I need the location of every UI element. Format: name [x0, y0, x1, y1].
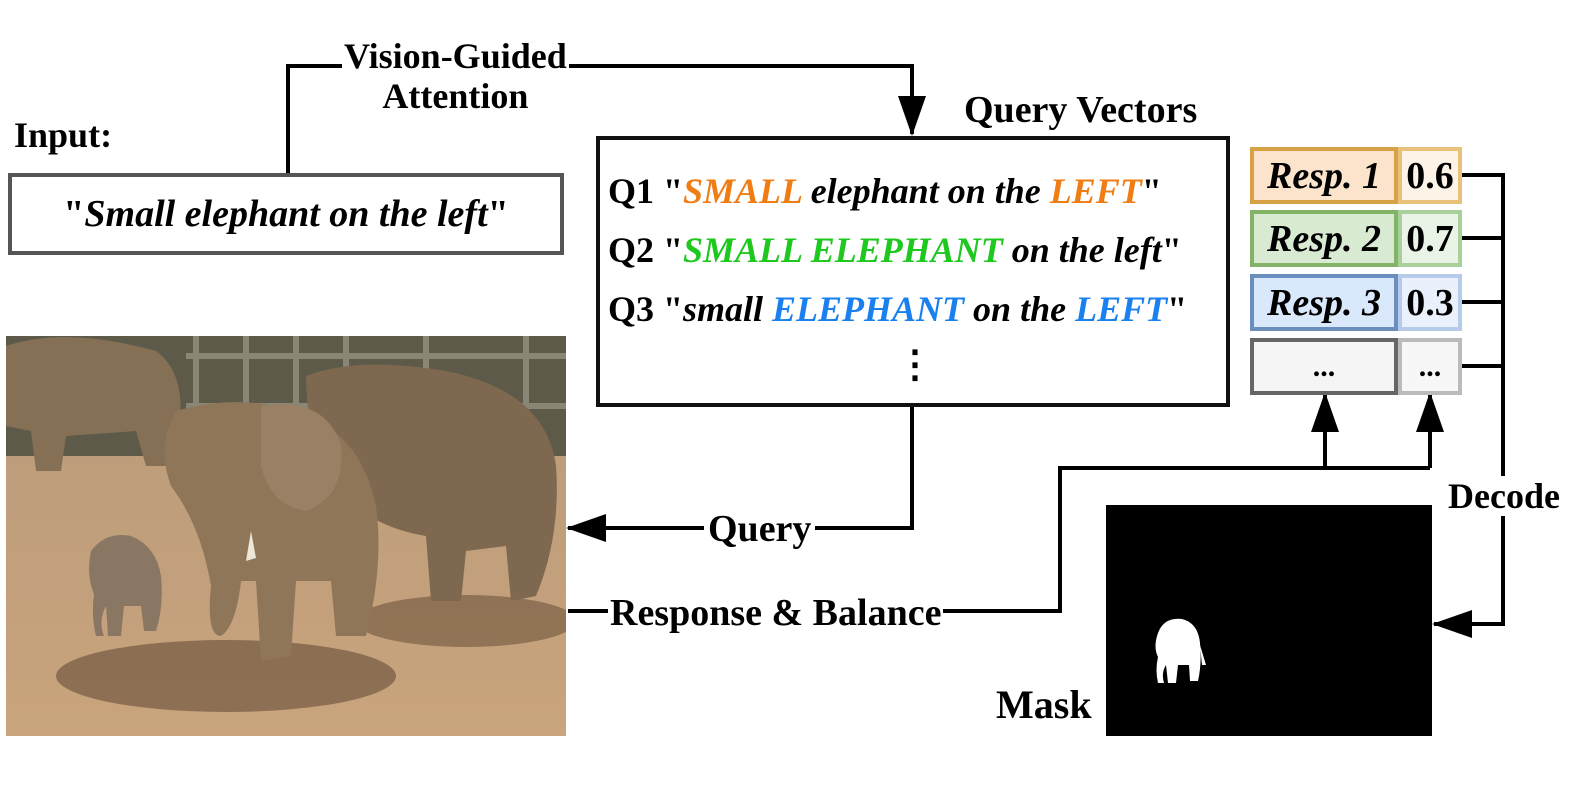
query-line-2: Q2 "SMALL ELEPHANT on the left" [608, 230, 1182, 270]
query-line-3: Q3 "small ELEPHANT on the LEFT" [608, 289, 1188, 329]
response-value-cell: 0.3 [1398, 274, 1462, 331]
elephant-silhouette-mask [1155, 618, 1206, 683]
query-id: Q3 [608, 289, 655, 329]
response-value: 0.3 [1406, 281, 1454, 324]
input-heading: Input: [14, 115, 113, 155]
query-id: Q2 [608, 230, 655, 270]
elephant-photo [6, 336, 566, 736]
input-quote-open: " [63, 193, 85, 235]
query-segment: on the [964, 289, 1076, 329]
query-vectors-box: Q1 "SMALL elephant on the LEFT" Q2 "SMAL… [596, 136, 1230, 407]
query-segment: small [683, 289, 773, 329]
input-quote-close: " [487, 193, 509, 235]
query-segment: ELEPHANT [772, 289, 965, 329]
query-segment: on the left [1002, 230, 1162, 270]
response-value-cell: 0.6 [1398, 147, 1462, 204]
vision-guided-line-1: Vision-Guided [342, 36, 569, 76]
mask-label: Mask [996, 682, 1092, 727]
response-label-cell: Resp. 1 [1250, 147, 1398, 204]
query-vectors-title: Query Vectors [964, 89, 1198, 131]
input-text: Small elephant on the left [84, 193, 488, 235]
mask-image [1106, 505, 1432, 736]
response-value: 0.6 [1406, 154, 1454, 197]
query-segment: elephant on the [801, 171, 1050, 211]
response-label: Resp. 3 [1267, 281, 1381, 324]
response-label-cell: ... [1250, 338, 1398, 395]
decode-label: Decode [1448, 476, 1560, 516]
query-segment: SMALL ELEPHANT [683, 230, 1003, 270]
query-segment: LEFT [1049, 171, 1142, 211]
query-label: Query [704, 510, 816, 548]
vision-guided-line-2: Attention [382, 76, 529, 116]
response-value-cell: 0.7 [1398, 210, 1462, 267]
response-balance-label: Response & Balance [608, 592, 944, 634]
response-value: ... [1418, 349, 1442, 383]
query-segment: SMALL [683, 171, 802, 211]
input-text-box: " Small elephant on the left " [8, 173, 564, 255]
input-image [6, 336, 566, 736]
response-value: 0.7 [1406, 217, 1454, 260]
response-label: ... [1312, 349, 1336, 383]
response-label-cell: Resp. 3 [1250, 274, 1398, 331]
vision-guided-label: Vision-Guided Attention [342, 38, 569, 114]
query-ellipsis: ⋮ [896, 344, 934, 386]
response-label: Resp. 1 [1267, 154, 1381, 197]
response-label-cell: Resp. 2 [1250, 210, 1398, 267]
query-segment: LEFT [1075, 289, 1168, 329]
response-value-cell: ... [1398, 338, 1462, 395]
query-id: Q1 [608, 171, 655, 211]
response-label: Resp. 2 [1267, 217, 1381, 260]
query-line-1: Q1 "SMALL elephant on the LEFT" [608, 171, 1162, 211]
